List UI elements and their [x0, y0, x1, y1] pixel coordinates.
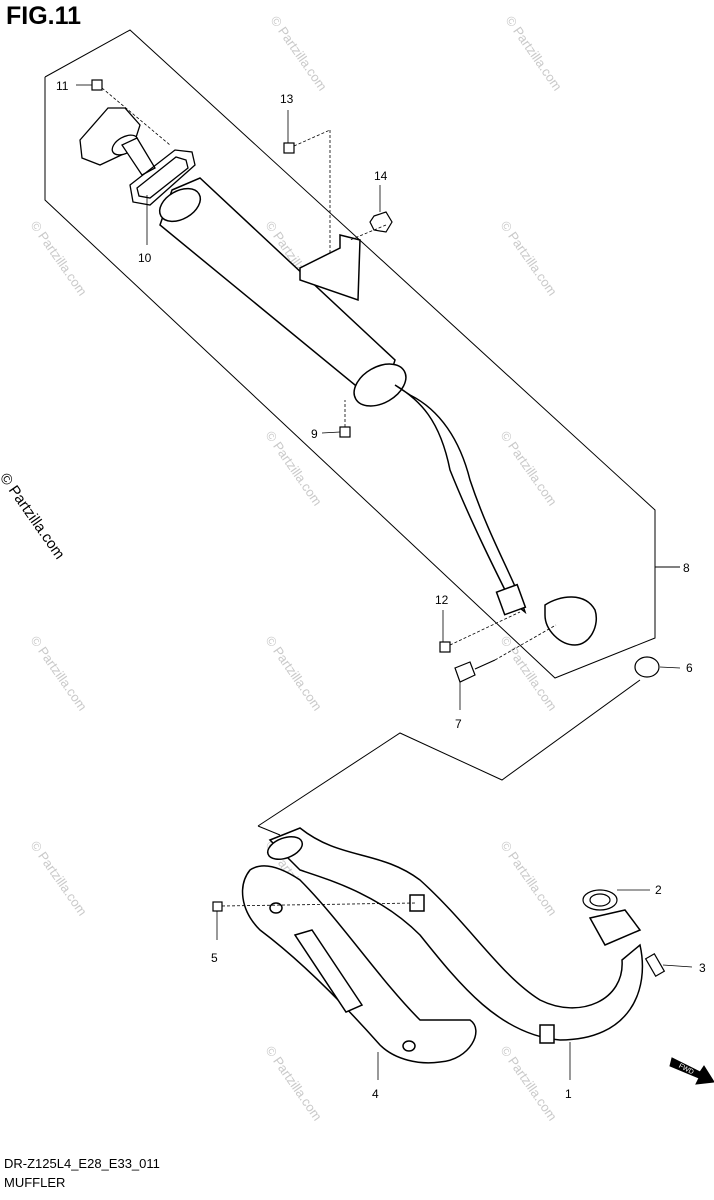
- callout-10: 10: [138, 251, 152, 265]
- pipe-tab: [539, 1024, 555, 1044]
- callout-2: 2: [655, 883, 662, 897]
- bolt-7-shank: [474, 659, 496, 670]
- leader-lines: [76, 84, 693, 1080]
- heat-shield-4: [241, 865, 477, 1064]
- callout-1: 1: [565, 1087, 572, 1101]
- callout-4: 4: [372, 1087, 379, 1101]
- watermark-text: © Partzilla.com: [498, 428, 561, 508]
- inlet-flange: [79, 107, 156, 176]
- watermark-text: © Partzilla.com: [498, 1043, 561, 1123]
- bolt-3: [644, 953, 666, 977]
- watermark-text: © Partzilla.com: [263, 1043, 326, 1123]
- assembly-boundary-line: [44, 29, 656, 679]
- lower-boundary-line: [257, 825, 281, 836]
- shield-hole: [269, 902, 283, 914]
- watermark-text: © Partzilla.com: [263, 633, 326, 713]
- pipe-tab: [409, 894, 425, 912]
- watermark-text: © Partzilla.com: [268, 13, 331, 93]
- watermark-text: © Partzilla.com: [503, 13, 566, 93]
- section-name: MUFFLER: [4, 1175, 66, 1190]
- watermark-text: © Partzilla.com: [498, 838, 561, 918]
- pipe-clamp: [495, 583, 527, 616]
- bolt-9: [339, 426, 351, 438]
- exhaust-flange: [588, 909, 642, 946]
- callout-14: 14: [374, 169, 388, 183]
- watermark-text: © Partzilla.com: [28, 633, 91, 713]
- callout-9: 9: [311, 427, 318, 441]
- model-code: DR-Z125L4_E28_E33_011: [4, 1156, 160, 1171]
- fwd-arrow-icon: FWD: [669, 1057, 714, 1085]
- lower-boundary-line: [257, 679, 641, 827]
- grommet-14: [369, 211, 393, 233]
- fwd-label: FWD: [677, 1063, 694, 1077]
- tail-pipe: [394, 384, 527, 615]
- shield-slot: [293, 929, 364, 1013]
- figure-title: FIG.11: [6, 2, 82, 30]
- callout-13: 13: [280, 92, 294, 106]
- callout-3: 3: [699, 961, 706, 975]
- muffler-silencer: [158, 177, 597, 646]
- bolt-5: [212, 901, 223, 912]
- shield-hole: [402, 1040, 416, 1052]
- bolt-12: [439, 641, 451, 653]
- gasket-10: [129, 149, 196, 206]
- watermark-text: © Partzilla.com: [498, 218, 561, 298]
- bolt-7: [454, 661, 476, 683]
- callout-12: 12: [435, 593, 449, 607]
- watermark-text: © Partzilla.com: [28, 218, 91, 298]
- callout-8: 8: [683, 561, 690, 575]
- watermark-text: © Partzilla.com: [28, 838, 91, 918]
- bolt-13: [283, 142, 295, 154]
- muffler-assembly-outline: [44, 29, 680, 836]
- fasteners: [91, 79, 666, 977]
- bolt-11: [91, 79, 103, 91]
- callout-6: 6: [686, 661, 693, 675]
- pipe-joint: [544, 596, 597, 646]
- bushing-6: [634, 656, 660, 678]
- callout-5: 5: [211, 951, 218, 965]
- callout-7: 7: [455, 717, 462, 731]
- exhaust-pipe-1: [266, 827, 644, 1044]
- callout-11: 11: [56, 79, 69, 93]
- mounting-bracket: [299, 234, 361, 302]
